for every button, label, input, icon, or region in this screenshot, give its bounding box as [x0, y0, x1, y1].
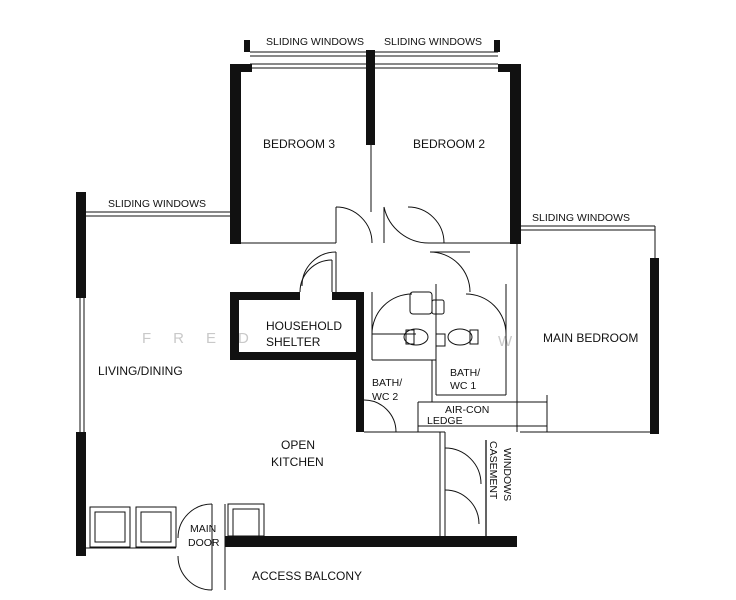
label-sliding-windows-3: SLIDING WINDOWS: [108, 198, 206, 210]
wall-shelter-top-left: [230, 292, 300, 300]
room-labels: SLIDING WINDOWS SLIDING WINDOWS SLIDING …: [98, 36, 638, 583]
doors: [177, 206, 507, 591]
watermark-left: FRED: [142, 330, 271, 347]
cap-top-right: [494, 40, 500, 52]
watermark-right: W: [498, 333, 534, 350]
wall-living-left-top: [76, 192, 86, 298]
label-shelter: SHELTER: [266, 335, 321, 349]
wall-shelter-top-right: [332, 292, 364, 300]
wall-shelter-bottom: [230, 352, 364, 360]
label-sliding-windows-2: SLIDING WINDOWS: [384, 36, 482, 48]
label-sliding-windows-4: SLIDING WINDOWS: [532, 212, 630, 224]
label-living-dining: LIVING/DINING: [98, 364, 183, 378]
label-bath2-line1: BATH/: [372, 377, 402, 389]
label-access-balcony: ACCESS BALCONY: [252, 569, 362, 583]
label-bath1-line1: BATH/: [450, 367, 480, 379]
label-bath1-line2: WC 1: [450, 380, 476, 392]
wall-shelter-left: [230, 292, 239, 358]
label-door: DOOR: [188, 537, 220, 549]
label-kitchen: KITCHEN: [271, 455, 324, 469]
thin-lines: [79, 51, 656, 549]
walls: [76, 40, 659, 556]
wall-bedroom-partition: [366, 50, 375, 145]
label-bath2-line2: WC 2: [372, 391, 398, 403]
wall-main-bedroom-right: [650, 258, 659, 434]
label-sliding-windows-1: SLIDING WINDOWS: [266, 36, 364, 48]
label-bedroom-2: BEDROOM 2: [413, 137, 485, 151]
label-bedroom-3: BEDROOM 3: [263, 137, 335, 151]
wall-shelter-right: [356, 292, 364, 358]
wall-bedroom2-right: [510, 68, 521, 244]
label-windows-vertical: WINDOWS: [501, 448, 513, 501]
bath-fixtures: [403, 291, 479, 347]
wall-bottom: [225, 536, 517, 547]
wall-bath2-left: [356, 358, 364, 432]
wall-living-left-bottom: [76, 432, 86, 556]
label-household: HOUSEHOLD: [266, 319, 342, 333]
label-main-bedroom: MAIN BEDROOM: [543, 331, 638, 345]
cap-top-left: [244, 40, 250, 52]
label-ledge: LEDGE: [427, 415, 463, 427]
label-main: MAIN: [190, 523, 216, 535]
wall-bedroom2-top-corner: [498, 64, 521, 72]
label-casement: CASEMENT: [487, 441, 499, 500]
label-open: OPEN: [281, 438, 315, 452]
wall-bedroom3-left: [230, 68, 241, 244]
wall-bedroom3-top-corner: [230, 64, 252, 72]
label-aircon: AIR-CON: [445, 404, 489, 416]
